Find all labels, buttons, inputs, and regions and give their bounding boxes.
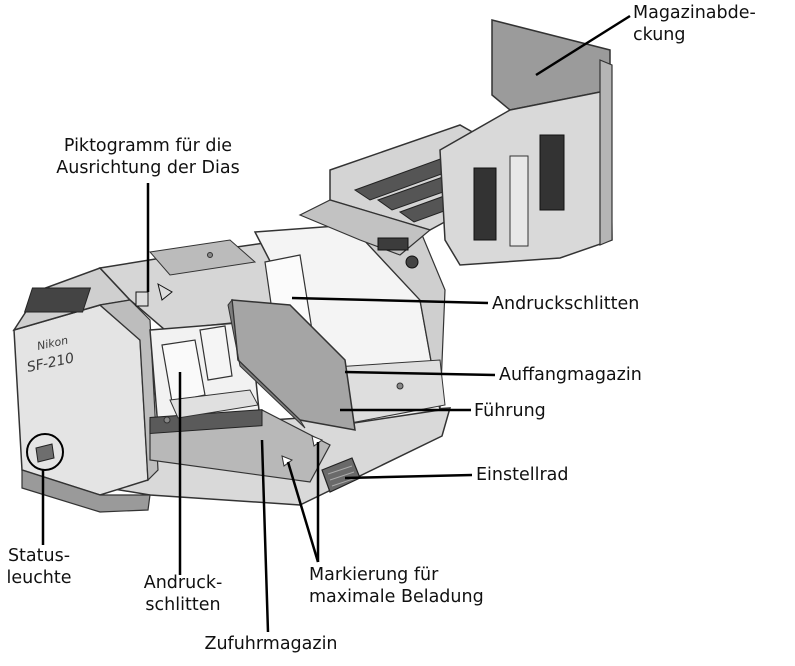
pressure-slide-left xyxy=(161,339,206,403)
label-max-load-marking: Markierung für maximale Beladung xyxy=(309,564,484,608)
pictogram-arrow-icon xyxy=(157,282,173,301)
label-feed-magazine: Zufuhrmagazin xyxy=(204,634,338,654)
label-pressure-slide-bottom: Andruck- schlitten xyxy=(128,572,238,616)
label-line: Ausrichtung der Dias xyxy=(56,158,240,178)
leader-wheel xyxy=(344,473,473,480)
label-line: schlitten xyxy=(145,595,221,615)
label-line: maximale Beladung xyxy=(309,587,484,607)
label-line: Andruck- xyxy=(143,573,223,593)
slide-rack-knob xyxy=(405,255,419,269)
status-light-icon xyxy=(35,443,55,463)
label-line: Piktogramm für die xyxy=(63,136,233,156)
magazine-cover-slot xyxy=(509,155,529,247)
pressure-slide-left-back xyxy=(199,325,233,381)
label-pictogram: Piktogramm für die Ausrichtung der Dias xyxy=(24,135,272,179)
leader-feed-magazine xyxy=(260,439,270,633)
pictogram-slide-icon xyxy=(135,291,149,307)
label-line: Magazinabde- xyxy=(633,3,756,23)
device-logo-brand: Nikon xyxy=(36,334,69,353)
leader-lines xyxy=(41,14,631,633)
status-light-ring xyxy=(26,433,64,471)
screw xyxy=(207,252,213,258)
label-line: Status- xyxy=(7,546,71,566)
label-pressure-slide-top: Andruckschlitten xyxy=(492,294,640,314)
label-magazine-cover: Magazinabde- ckung xyxy=(633,2,756,46)
leader-pressure-slide-top xyxy=(291,296,489,305)
label-line: Markierung für xyxy=(309,565,439,585)
pictogram-plate xyxy=(23,287,92,313)
left-housing-base xyxy=(21,469,151,513)
label-line: ckung xyxy=(633,25,686,45)
label-receiving-magazine: Auffangmagazin xyxy=(499,365,642,385)
screw xyxy=(396,382,404,390)
label-adjustment-wheel: Einstellrad xyxy=(476,465,569,485)
slide-rack-clip xyxy=(377,237,409,251)
magazine-cover-right xyxy=(599,59,613,246)
leader-magazine-cover xyxy=(535,14,631,77)
label-line: leuchte xyxy=(6,568,72,588)
leader-max-load-1 xyxy=(286,461,320,563)
guide-panel-edge xyxy=(227,298,306,429)
label-status-light: Status- leuchte xyxy=(4,545,74,589)
magazine-cover-window xyxy=(539,134,565,211)
screw xyxy=(163,416,171,424)
pressure-slide-left-base xyxy=(169,389,259,419)
leader-receiving-magazine xyxy=(344,370,496,377)
label-guide: Führung xyxy=(474,401,546,421)
magazine-cover-window xyxy=(473,167,497,241)
top-deck-recess xyxy=(149,239,257,276)
